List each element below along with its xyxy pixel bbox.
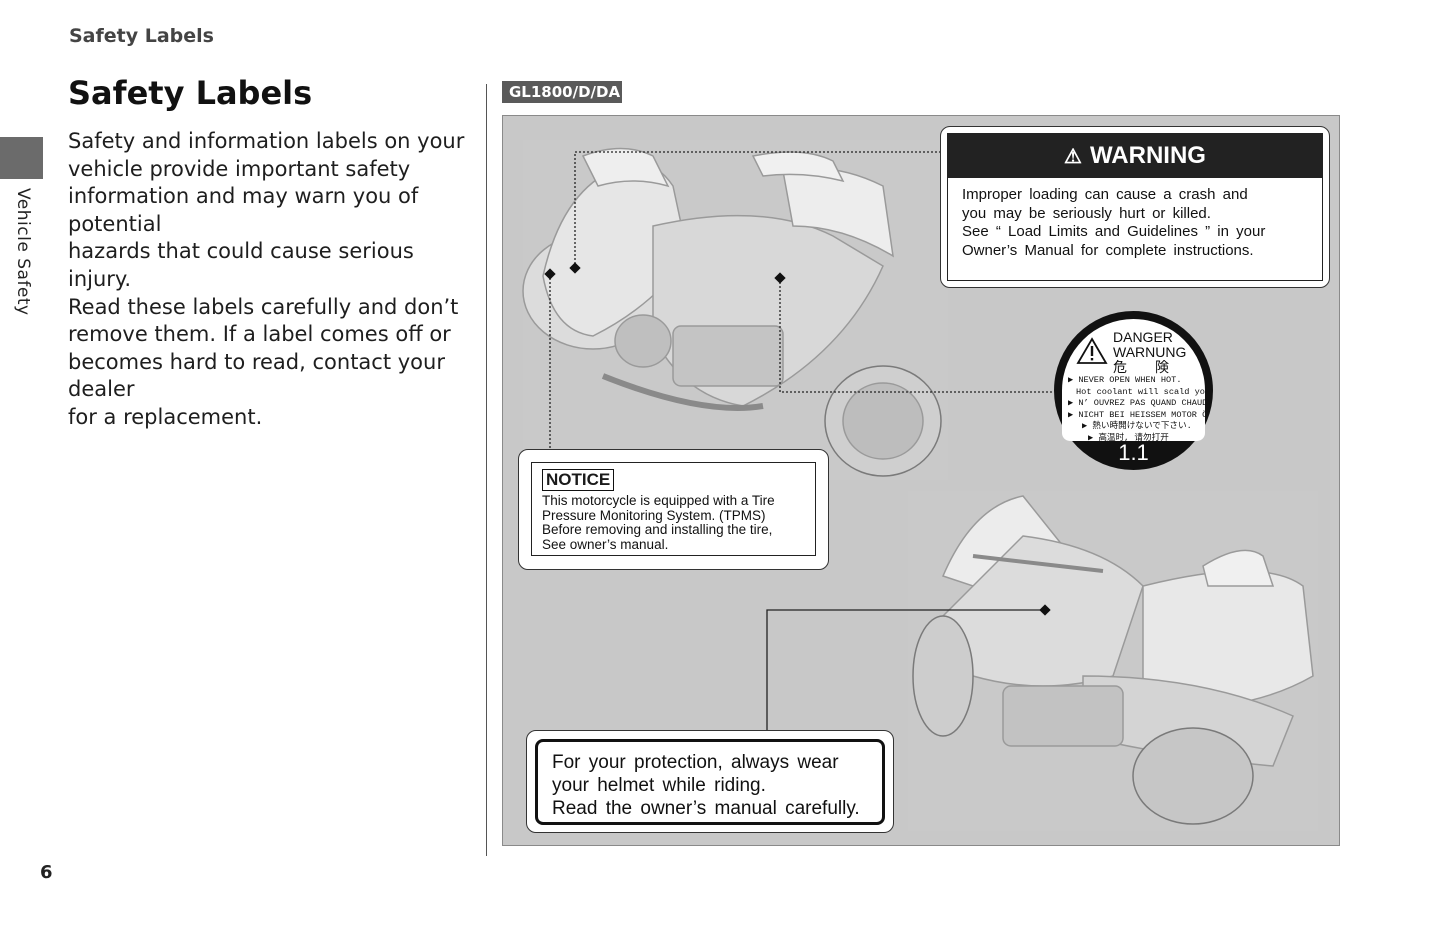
motorcycle-rear-view — [522, 140, 948, 480]
model-tag: GL1800/D/DA — [502, 81, 622, 103]
helmet-text: For your protection, always wear your he… — [552, 751, 868, 820]
danger-face: DANGER WARNUNG 危 険 ▶ NEVER OPEN WHEN HOT… — [1062, 319, 1205, 441]
danger-title: DANGER WARNUNG 危 険 — [1113, 330, 1186, 375]
danger-line: ▶ 高温时, 请勿打开 — [1088, 432, 1169, 441]
danger-line: ▶ NEVER OPEN WHEN HOT. — [1068, 375, 1182, 385]
warning-heading: WARNING — [1089, 142, 1206, 169]
danger-title-line: DANGER — [1113, 329, 1173, 345]
danger-cap-label: DANGER WARNUNG 危 険 ▶ NEVER OPEN WHEN HOT… — [1054, 311, 1213, 470]
warning-triangle-icon — [1076, 337, 1108, 364]
leader-lines — [549, 151, 1054, 730]
danger-line: ▶ NICHT BEI HEISSEM MOTOR ÖFFNEN. — [1068, 409, 1205, 420]
side-tab-marker — [0, 137, 43, 179]
danger-text: ▶ NEVER OPEN WHEN HOT. Hot coolant will … — [1068, 375, 1205, 441]
helmet-label: For your protection, always wear your he… — [535, 739, 885, 825]
helmet-line: your helmet while riding. — [552, 775, 766, 796]
body-line: becomes hard to read, contact your deale… — [68, 349, 445, 402]
notice-badge: NOTICE — [542, 469, 615, 491]
warning-triangle-icon: ⚠ — [1064, 145, 1082, 168]
danger-line: ▶ 熱い時開けないで下さい. — [1082, 421, 1192, 432]
danger-line: ▶ N’ OUVREZ PAS QUAND CHAUD. — [1068, 398, 1205, 409]
running-head: Safety Labels — [69, 25, 214, 47]
helmet-line: For your protection, always wear — [552, 752, 839, 773]
danger-line: Hot coolant will scald you. — [1076, 386, 1205, 397]
notice-label-card: NOTICE This motorcycle is equipped with … — [518, 449, 829, 570]
page-title: Safety Labels — [68, 74, 313, 112]
body-line: information and may warn you of potentia… — [68, 184, 419, 236]
danger-title-line: 危 険 — [1113, 359, 1169, 375]
warning-line: See “ Load Limits and Guidelines ” in yo… — [962, 223, 1266, 240]
danger-number: 1.1 — [1118, 440, 1149, 465]
motorcycle-illustration — [522, 140, 1318, 831]
helmet-label-card: For your protection, always wear your he… — [526, 730, 894, 833]
notice-line: This motorcycle is equipped with a Tire — [542, 493, 775, 508]
helmet-line: Read the owner’s manual carefully. — [552, 798, 860, 819]
side-tab-label: Vehicle Safety — [13, 188, 33, 316]
notice-text: This motorcycle is equipped with a Tire … — [542, 493, 805, 552]
motorcycle-front-view — [908, 491, 1318, 831]
body-line: hazards that could cause serious injury. — [68, 239, 414, 291]
body-line: Safety and information labels on your — [68, 129, 465, 153]
danger-title-line: WARNUNG — [1113, 344, 1187, 360]
body-line: for a replacement. — [68, 404, 263, 429]
warning-label: ⚠ WARNING Improper loading can cause a c… — [947, 133, 1323, 281]
notice-line: Pressure Monitoring System. (TPMS) — [542, 507, 766, 523]
warning-line: you may be seriously hurt or killed. — [962, 204, 1211, 222]
body-line: Read these labels carefully and don’t — [68, 294, 459, 319]
notice-line: Before removing and installing the tire, — [542, 522, 773, 537]
warning-line: Owner’s Manual for complete instructions… — [962, 241, 1254, 259]
body-line: remove them. If a label comes off or — [68, 322, 451, 347]
label-location-figure: ⚠ WARNING Improper loading can cause a c… — [502, 115, 1340, 846]
warning-header: ⚠ WARNING — [948, 134, 1322, 178]
body-paragraph: Safety and information labels on your ve… — [68, 128, 478, 432]
column-divider — [486, 84, 487, 856]
body-line: vehicle provide important safety — [68, 156, 411, 181]
warning-text: Improper loading can cause a crash and y… — [948, 178, 1322, 260]
warning-line: Improper loading can cause a crash and — [962, 186, 1248, 203]
notice-line: See owner’s manual. — [542, 536, 669, 552]
notice-label: NOTICE This motorcycle is equipped with … — [531, 462, 816, 556]
page-number: 6 — [40, 862, 53, 883]
warning-label-card: ⚠ WARNING Improper loading can cause a c… — [940, 126, 1330, 288]
